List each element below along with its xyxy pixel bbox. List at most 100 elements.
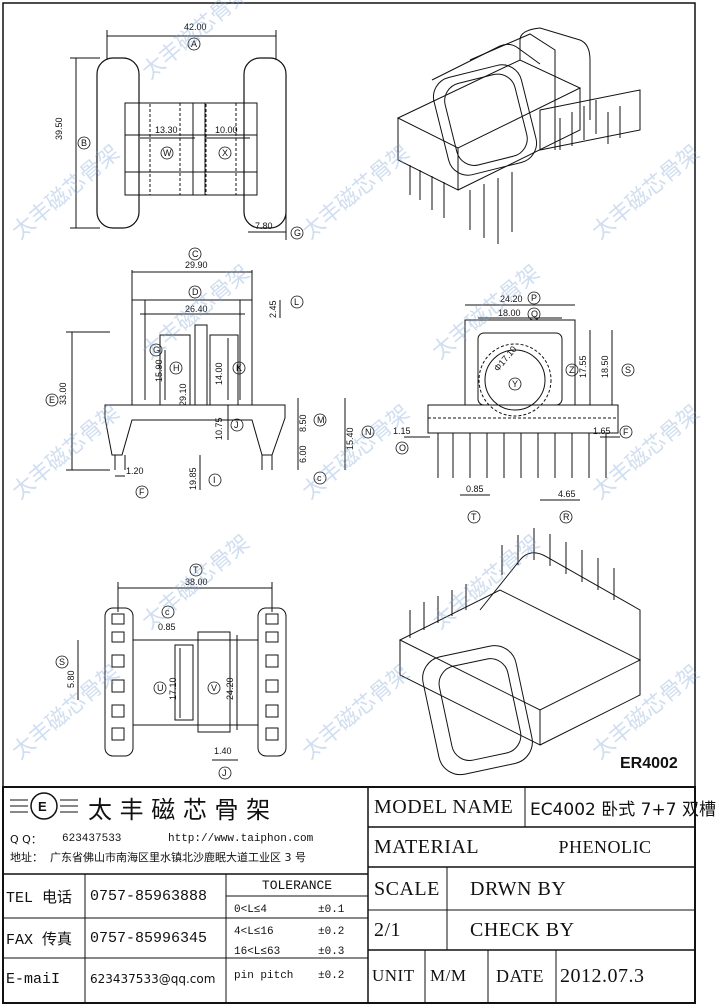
svg-text:P: P xyxy=(531,293,537,303)
dim-f-value: 1.20 xyxy=(126,466,144,476)
qq-number: 623437533 xyxy=(62,833,122,845)
svg-text:Y: Y xyxy=(512,379,518,389)
svg-text:c: c xyxy=(317,473,322,483)
svg-text:太丰磁芯骨架: 太丰磁芯骨架 xyxy=(588,401,705,505)
dim-b-value: 39.50 xyxy=(54,117,64,140)
watermark-layer: 太丰磁芯骨架 太丰磁芯骨架 太丰磁芯骨架 太丰磁芯骨架 太丰磁芯骨架 太丰磁芯骨… xyxy=(8,0,705,765)
dim-bottom-u-value: 17.10 xyxy=(168,677,178,700)
svg-text:W: W xyxy=(163,148,172,158)
label-s-circle: S xyxy=(55,655,69,669)
svg-text:V: V xyxy=(211,683,217,693)
tel-label: TEL 电话 xyxy=(6,889,73,907)
model-name-label: MODEL NAME xyxy=(374,796,514,818)
tel-number[interactable]: 0757-85963888 xyxy=(90,887,208,905)
svg-text:A: A xyxy=(191,39,197,49)
svg-text:太丰磁芯骨架: 太丰磁芯骨架 xyxy=(138,261,255,365)
svg-text:E: E xyxy=(38,799,47,814)
dim-i-value: 19.85 xyxy=(188,467,198,490)
label-c2-circle: c xyxy=(161,605,175,619)
model-name-value: EC4002 卧式 7+7 双槽 xyxy=(530,800,716,820)
dim-t-value: 0.85 xyxy=(466,484,484,494)
side-view xyxy=(404,304,620,501)
dim-w-value: 13.30 xyxy=(155,125,178,135)
svg-text:U: U xyxy=(157,683,164,693)
tolerance-range-1: 0<L≤4 xyxy=(234,904,268,916)
label-t2-circle: T xyxy=(189,563,203,577)
fax-label: FAX 传真 xyxy=(6,931,73,949)
top-view xyxy=(70,30,287,240)
email-label: E-maiI xyxy=(6,970,61,988)
svg-text:太丰磁芯骨架: 太丰磁芯骨架 xyxy=(298,141,415,245)
dim-bottom-t-value: 38.00 xyxy=(185,577,208,587)
svg-text:F: F xyxy=(623,427,629,437)
label-c-circle: C xyxy=(188,247,202,261)
svg-text:N: N xyxy=(365,427,372,437)
tolerance-range-2: 4<L≤16 xyxy=(234,926,274,938)
dim-x-value: 10.00 xyxy=(215,125,238,135)
dim-r-value: 1.65 xyxy=(593,426,611,436)
dim-s-value: 18.50 xyxy=(600,355,610,378)
svg-text:Q: Q xyxy=(531,309,538,319)
dim-c-value: 29.90 xyxy=(185,260,208,270)
label-g2-circle: G xyxy=(149,343,163,357)
label-g-circle: G xyxy=(290,226,304,240)
label-s2-circle: S xyxy=(621,363,635,377)
dim-j-value: 10.75 xyxy=(214,417,224,440)
dim-l-value: 2.45 xyxy=(268,300,278,318)
drawing-sheet: 42.00 A 39.50 B 13.30 W 10.00 X 7.80 G xyxy=(2,0,705,1004)
label-y-circle: Y xyxy=(508,377,522,391)
dim-e-value: 33.00 xyxy=(58,382,68,405)
website-link[interactable]: http://www.taiphon.com xyxy=(168,833,314,845)
label-d-circle: D xyxy=(188,285,202,299)
fax-number: 0757-85996345 xyxy=(90,929,208,947)
label-b-circle: B xyxy=(77,136,91,150)
svg-text:太丰磁芯骨架: 太丰磁芯骨架 xyxy=(298,661,415,765)
svg-text:I: I xyxy=(213,475,216,485)
svg-text:T: T xyxy=(193,565,199,575)
date-label: DATE xyxy=(496,965,544,986)
dim-bottom-s-value: 5.80 xyxy=(66,670,76,688)
label-u-circle: U xyxy=(153,681,167,695)
label-r2-circle: F xyxy=(619,425,633,439)
label-n-circle: N xyxy=(361,425,375,439)
material-label: MATERIAL xyxy=(374,836,480,858)
svg-text:c: c xyxy=(165,607,170,617)
dim-d-value: 26.40 xyxy=(185,304,208,314)
tolerance-label: TOLERANCE xyxy=(261,877,333,893)
svg-text:太丰磁芯骨架: 太丰磁芯骨架 xyxy=(138,0,255,85)
svg-text:S: S xyxy=(625,365,631,375)
dim-6-value: 6.00 xyxy=(298,445,308,463)
tolerance-range-pitch: pin pitch xyxy=(234,970,294,982)
tolerance-value-2: ±0.2 xyxy=(318,926,345,938)
label-r-circle: R xyxy=(559,510,573,524)
dim-z-value: 17.55 xyxy=(578,355,588,378)
svg-text:M: M xyxy=(317,415,325,425)
dim-u-value: 4.65 xyxy=(558,489,576,499)
isometric-view-top xyxy=(396,27,641,244)
address-text: 广东省佛山市南海区里水镇北沙鹿眠大道工业区 3 号 xyxy=(50,851,306,864)
dim-bottom-v-value: 24.20 xyxy=(225,677,235,700)
email-address[interactable]: 623437533@qq.com xyxy=(90,972,216,986)
company-name: 太 丰 磁 芯 骨 架 xyxy=(88,795,271,824)
svg-text:D: D xyxy=(192,287,199,297)
label-h-circle: H xyxy=(169,361,183,375)
svg-text:K: K xyxy=(236,363,242,373)
svg-text:R: R xyxy=(563,512,570,522)
svg-text:H: H xyxy=(173,363,180,373)
dim-g-height-value: 15.90 xyxy=(154,359,164,382)
svg-text:T: T xyxy=(471,512,477,522)
label-a-circle: A xyxy=(187,37,201,51)
svg-text:太丰磁芯骨架: 太丰磁芯骨架 xyxy=(428,261,545,365)
svg-text:太丰磁芯骨架: 太丰磁芯骨架 xyxy=(588,141,705,245)
address-label: 地址： xyxy=(10,851,43,864)
unit-label: UNIT xyxy=(372,966,415,985)
company-logo: E xyxy=(10,792,78,820)
front-view xyxy=(66,270,346,490)
svg-text:E: E xyxy=(49,395,55,405)
svg-text:J: J xyxy=(234,420,239,430)
svg-text:Z: Z xyxy=(569,365,575,375)
dim-h-value: 29.10 xyxy=(178,383,188,406)
svg-text:F: F xyxy=(139,487,145,497)
drawn-by-label: DRWN BY xyxy=(470,877,567,900)
bottom-view xyxy=(77,582,287,761)
